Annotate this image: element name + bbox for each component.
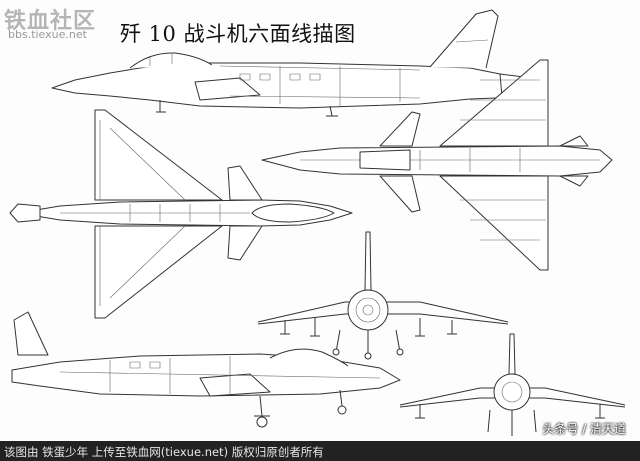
front-view-upper <box>257 231 509 360</box>
diagram-title: 歼 10 战斗机六面线描图 <box>120 22 356 46</box>
side-view-lower <box>11 311 401 428</box>
bottom-view <box>261 59 613 271</box>
watermark-logo: 铁血社区 <box>4 9 97 34</box>
watermark-url: bbs.tiexue.net <box>8 28 87 41</box>
footer-bar: 该图由 铁蛋少年 上传至铁血网(tiexue.net) 版权归原创者所有 <box>0 441 640 461</box>
brand-signature: 头条号 / 清天道 <box>542 422 626 436</box>
footer-credit: 该图由 铁蛋少年 上传至铁血网(tiexue.net) 版权归原创者所有 <box>4 445 324 459</box>
front-view-lower <box>399 333 626 436</box>
top-view <box>9 109 353 319</box>
